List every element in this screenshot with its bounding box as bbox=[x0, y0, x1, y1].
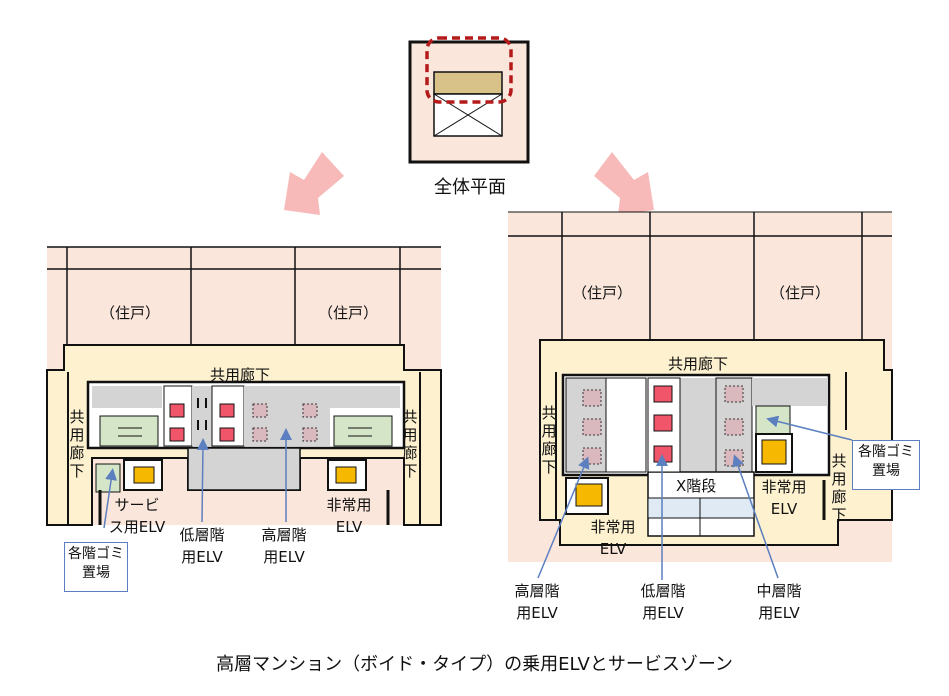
right-arrow-mid bbox=[732, 454, 779, 579]
left-garbage-label: 各階ゴミ置場 bbox=[64, 542, 128, 592]
overall-plan bbox=[408, 36, 530, 164]
left-low-elv-car-2 bbox=[169, 427, 185, 442]
left-green-room-1 bbox=[99, 415, 159, 447]
right-corridor-left-label: 共用廊下 bbox=[541, 404, 557, 476]
big-arrow-right bbox=[594, 152, 654, 215]
right-mid-elv-car-3 bbox=[724, 449, 744, 467]
big-arrow-left bbox=[284, 152, 344, 215]
right-emergency-elv-car-bottom bbox=[575, 483, 603, 507]
right-mid-elv-car-1 bbox=[724, 385, 744, 403]
right-unit-label-2: （住戸） bbox=[770, 284, 831, 302]
right-plan bbox=[508, 211, 893, 580]
left-low-elv-car-3 bbox=[219, 403, 235, 418]
left-corridor-right-label: 共用廊下 bbox=[402, 408, 418, 480]
overall-plan-title: 全体平面 bbox=[434, 177, 506, 198]
left-service-elv-car bbox=[133, 466, 155, 484]
right-corridor-right-label: 共用廊下 bbox=[831, 452, 847, 524]
left-unit-label-2: （住戸） bbox=[318, 304, 379, 322]
right-arrow-garbage bbox=[766, 415, 853, 441]
left-low-elv-car-1 bbox=[169, 403, 185, 418]
left-high-elv-car-2 bbox=[252, 427, 268, 442]
left-high-elv-label: 高層階用ELV bbox=[261, 526, 307, 566]
right-low-elv-car-1 bbox=[653, 385, 673, 403]
left-low-elv-car-4 bbox=[219, 427, 235, 442]
right-emergency-elv-bottom-label: 非常用ELV bbox=[590, 518, 636, 558]
right-low-elv-label: 低層階用ELV bbox=[640, 582, 686, 622]
right-corridor-top-label: 共用廊下 bbox=[668, 355, 729, 373]
right-unit-label-1: （住戸） bbox=[572, 284, 633, 302]
right-arrow-high bbox=[537, 456, 590, 579]
right-low-elv-car-3 bbox=[653, 445, 673, 463]
right-stair-label: X階段 bbox=[676, 477, 717, 495]
right-high-elv-car-3 bbox=[582, 447, 602, 465]
left-high-elv-car-3 bbox=[302, 403, 318, 418]
left-emergency-elv-label: 非常用ELV bbox=[326, 496, 372, 536]
left-green-room-2 bbox=[333, 415, 393, 447]
left-corridor-top-label: 共用廊下 bbox=[210, 366, 271, 384]
left-emergency-elv-car bbox=[335, 466, 357, 484]
left-corridor-left-label: 共用廊下 bbox=[69, 408, 85, 480]
right-emergency-elv-car-right bbox=[761, 439, 787, 465]
left-plan bbox=[46, 246, 442, 529]
overall-focus-dashed bbox=[425, 36, 513, 104]
right-high-elv-car-2 bbox=[582, 418, 602, 436]
right-mid-elv-car-2 bbox=[724, 418, 744, 436]
left-arrow-service bbox=[103, 468, 118, 529]
right-emergency-elv-right-label: 非常用ELV bbox=[761, 478, 807, 518]
left-high-elv-car-1 bbox=[252, 403, 268, 418]
overall-core-tan bbox=[433, 71, 503, 95]
right-garbage-label: 各階ゴミ置場 bbox=[852, 440, 920, 490]
right-low-elv-car-2 bbox=[653, 414, 673, 432]
left-service-elv-label: サービス用ELV bbox=[108, 496, 166, 536]
figure-caption: 高層マンション（ボイド・タイプ）の乗用ELVとサービスゾーン bbox=[216, 654, 733, 675]
left-garbage-room bbox=[95, 463, 121, 493]
right-high-elv-label: 高層階用ELV bbox=[514, 582, 560, 622]
left-unit-label-1: （住戸） bbox=[100, 304, 161, 322]
left-high-elv-car-4 bbox=[302, 427, 318, 442]
right-mid-elv-label: 中層階用ELV bbox=[756, 582, 802, 622]
left-arrow-low bbox=[196, 438, 209, 523]
right-high-elv-car-1 bbox=[582, 389, 602, 407]
left-low-elv-label: 低層階用ELV bbox=[179, 526, 225, 566]
